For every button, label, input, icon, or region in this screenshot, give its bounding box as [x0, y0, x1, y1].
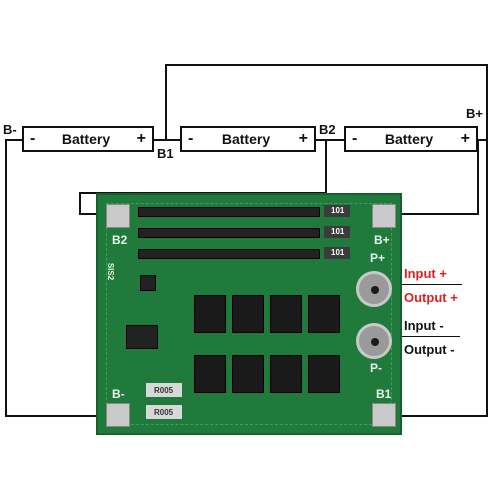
resistor-101-c	[324, 247, 350, 259]
silk-r-101-c: 101	[331, 248, 345, 257]
battery-3-label: Battery	[384, 131, 434, 147]
mosfet-1	[194, 295, 226, 333]
ic-row-3	[138, 249, 320, 259]
wire-b-plus	[392, 140, 479, 215]
pad-b2	[106, 204, 130, 228]
mosfet-7	[270, 355, 302, 393]
shunt-r005-b	[146, 405, 182, 419]
shunt-r005-a	[146, 383, 182, 397]
silk-b1: B1	[376, 387, 392, 401]
resistor-101-a	[324, 205, 350, 217]
wire-b2	[79, 140, 327, 215]
label-b-minus: B-	[3, 122, 17, 137]
ic-row-2	[138, 228, 320, 238]
silk-b-plus: B+	[374, 233, 390, 247]
silk-b-minus: B-	[112, 387, 125, 401]
battery-3-neg: -	[352, 130, 358, 147]
label-b-plus: B+	[466, 106, 483, 121]
wire-b1	[165, 64, 488, 141]
divider-minus	[402, 336, 460, 337]
silk-r-101-a: 101	[331, 206, 345, 215]
mosfet-5	[194, 355, 226, 393]
wire-b1-board	[392, 140, 488, 417]
terminal-p-plus	[356, 271, 392, 307]
board-outline	[106, 203, 392, 425]
battery-2-neg: -	[188, 130, 194, 147]
pad-b1	[372, 403, 396, 427]
battery-3: - Battery +	[344, 126, 478, 152]
wire-b-minus	[5, 139, 106, 417]
label-b1: B1	[157, 146, 174, 161]
battery-1-pos: +	[136, 130, 146, 147]
mosfet-8	[308, 355, 340, 393]
battery-1-label: Battery	[61, 131, 111, 147]
mosfet-4	[308, 295, 340, 333]
ic-left	[126, 325, 158, 349]
battery-2: - Battery +	[180, 126, 316, 152]
label-output-minus: Output -	[404, 342, 455, 357]
battery-1: - Battery +	[22, 126, 154, 152]
ic-row-1	[138, 207, 320, 217]
silk-b2: B2	[112, 233, 128, 247]
silk-p-minus: P-	[370, 361, 382, 375]
silk-r005-a: R005	[154, 386, 174, 395]
label-output-plus: Output +	[404, 290, 458, 305]
pad-b-plus	[372, 204, 396, 228]
mosfet-6	[232, 355, 264, 393]
label-input-minus: Input -	[404, 318, 444, 333]
terminal-p-minus	[356, 323, 392, 359]
divider-plus	[402, 284, 462, 285]
silk-r-101-b: 101	[331, 227, 345, 236]
silk-sis2: SIS2	[106, 262, 116, 281]
ic-left-small	[140, 275, 156, 291]
mosfet-2	[232, 295, 264, 333]
battery-2-label: Battery	[221, 131, 271, 147]
mosfet-3	[270, 295, 302, 333]
battery-1-neg: -	[30, 130, 36, 147]
label-b2: B2	[319, 122, 336, 137]
battery-2-pos: +	[298, 130, 308, 147]
pad-b-minus	[106, 403, 130, 427]
label-input-plus: Input +	[404, 266, 447, 281]
resistor-101-b	[324, 226, 350, 238]
silk-p-plus: P+	[370, 251, 386, 265]
bms-pcb: B2 B+ P+ P- B- B1 SIS2 101 101 101 R005 …	[96, 193, 402, 435]
battery-3-pos: +	[460, 130, 470, 147]
silk-r005-b: R005	[154, 408, 174, 417]
